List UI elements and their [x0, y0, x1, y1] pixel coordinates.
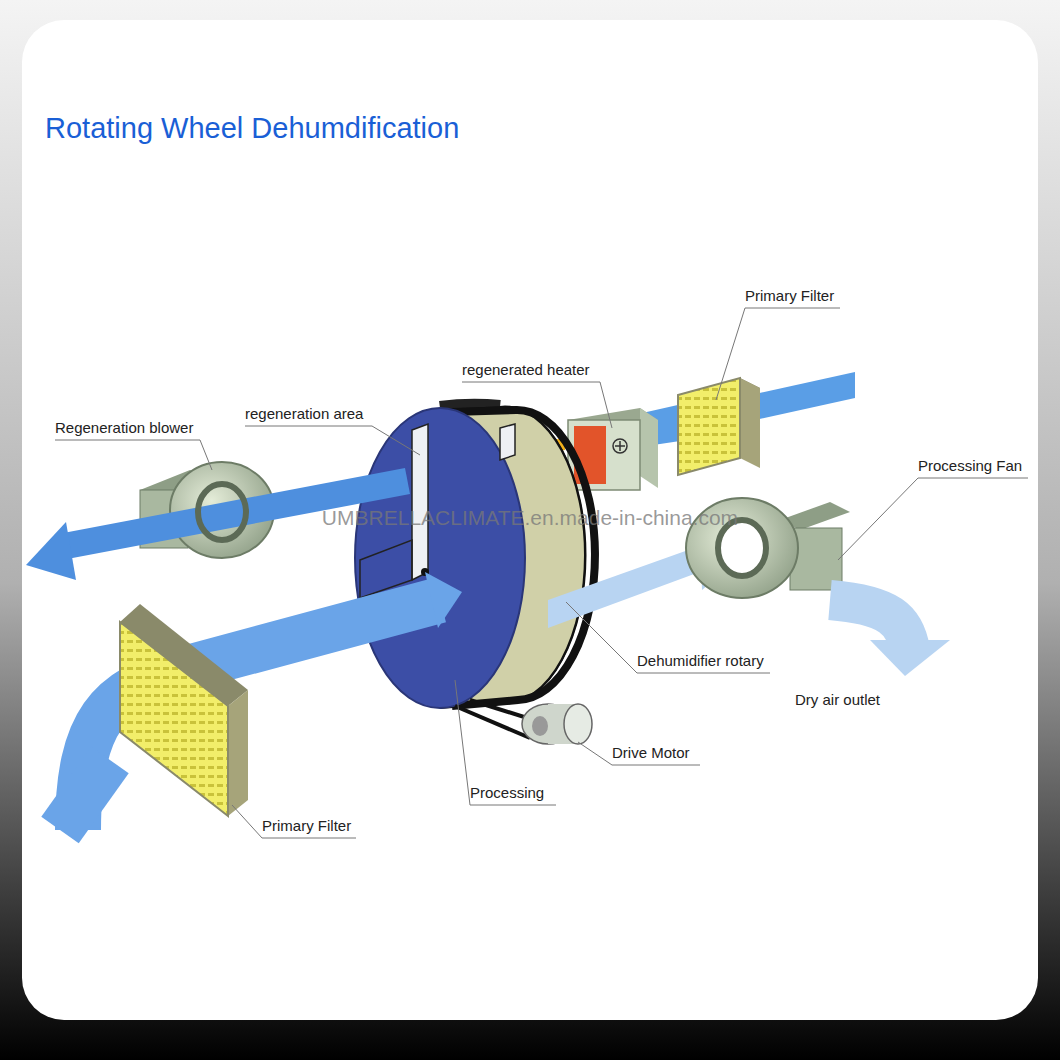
part-label: Processing: [470, 784, 544, 801]
part-label: regenerated heater: [462, 361, 590, 378]
part-label: Dehumidifier rotary: [637, 652, 764, 669]
part-label: Regeneration blower: [55, 419, 193, 436]
part-label: Primary Filter: [262, 817, 351, 834]
outlet-label: Dry air outlet: [795, 691, 880, 708]
part-label: regeneration area: [245, 405, 363, 422]
part-label: Primary Filter: [745, 287, 834, 304]
part-label: Processing Fan: [918, 457, 1022, 474]
watermark: UMBRELLACLIMATE.en.made-in-china.com: [322, 506, 738, 530]
diagram-title: Rotating Wheel Dehumdification: [45, 112, 459, 145]
part-label: Drive Motor: [612, 744, 690, 761]
